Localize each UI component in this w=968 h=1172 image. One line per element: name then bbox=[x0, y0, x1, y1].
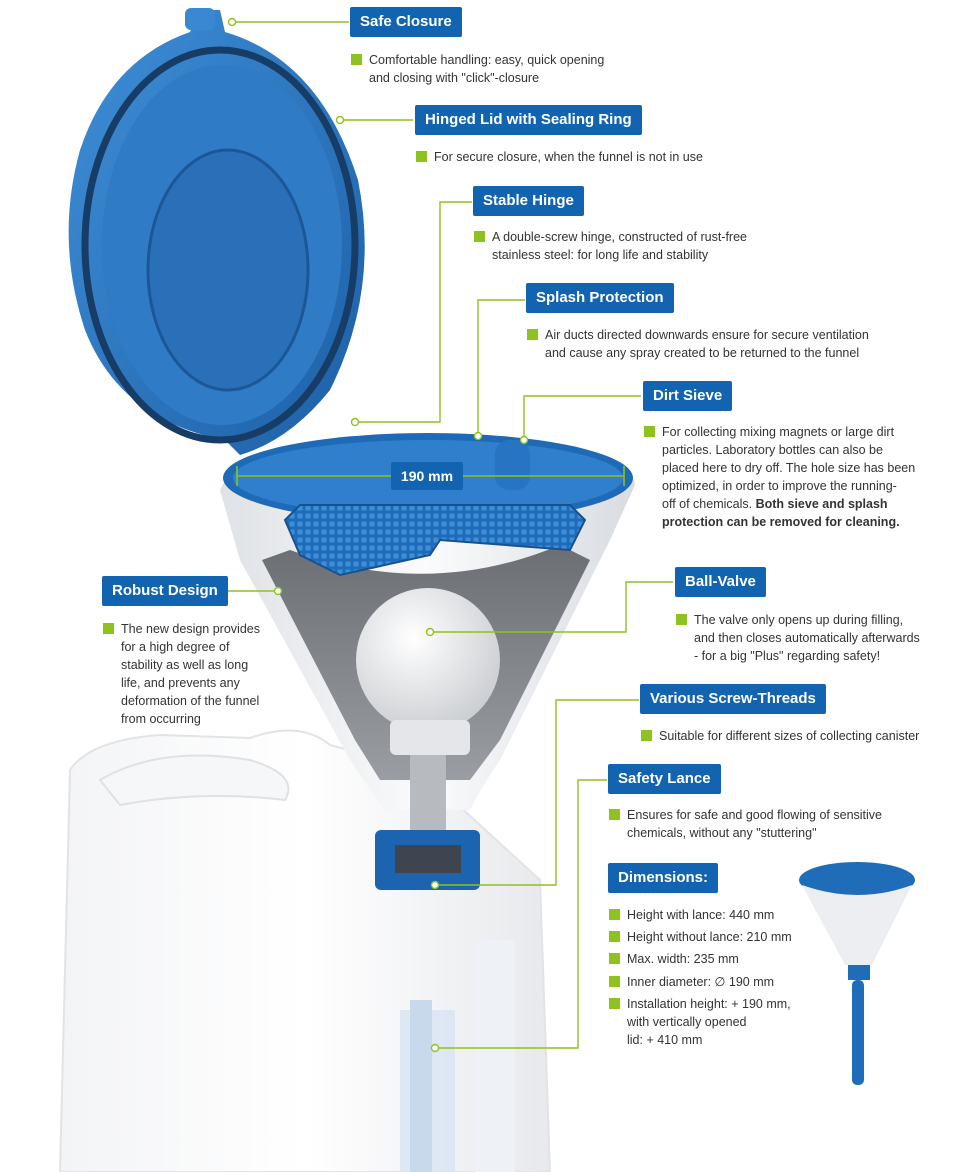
bullet-icon bbox=[644, 426, 655, 437]
bullet-icon bbox=[103, 623, 114, 634]
desc-dirt-sieve: For collecting mixing magnets or large d… bbox=[644, 423, 915, 531]
bullet-icon bbox=[641, 730, 652, 741]
bullet-icon bbox=[474, 231, 485, 242]
label-robust-design: Robust Design bbox=[102, 576, 228, 606]
dim-height-with-lance: Height with lance: 440 mm bbox=[609, 906, 774, 924]
bullet-icon bbox=[527, 329, 538, 340]
label-screw-threads: Various Screw-Threads bbox=[640, 684, 826, 714]
desc-splash-protection: Air ducts directed downwards ensure for … bbox=[527, 326, 869, 362]
desc-ball-valve: The valve only opens up during filling, … bbox=[676, 611, 920, 665]
label-dirt-sieve: Dirt Sieve bbox=[643, 381, 733, 411]
label-dimensions: Dimensions: bbox=[608, 863, 719, 893]
label-splash-protection: Splash Protection bbox=[526, 283, 674, 313]
measure-190mm: 190 mm bbox=[391, 462, 463, 490]
product-thumbnail bbox=[799, 862, 915, 1085]
bullet-icon bbox=[676, 614, 687, 625]
label-hinged-lid: Hinged Lid with Sealing Ring bbox=[415, 105, 642, 135]
dim-installation-height: Installation height: + 190 mm, with vert… bbox=[609, 995, 791, 1049]
desc-screw-threads: Suitable for different sizes of collecti… bbox=[641, 727, 919, 745]
dim-inner-diameter: Inner diameter: ∅ 190 mm bbox=[609, 973, 774, 991]
desc-stable-hinge: A double-screw hinge, constructed of rus… bbox=[474, 228, 747, 264]
label-stable-hinge: Stable Hinge bbox=[473, 186, 584, 216]
bullet-icon bbox=[609, 809, 620, 820]
bullet-icon bbox=[351, 54, 362, 65]
bullet-icon bbox=[609, 909, 620, 920]
bullet-icon bbox=[416, 151, 427, 162]
bullet-icon bbox=[609, 976, 620, 987]
dim-max-width: Max. width: 235 mm bbox=[609, 950, 739, 968]
desc-safety-lance: Ensures for safe and good flowing of sen… bbox=[609, 806, 882, 842]
bullet-icon bbox=[609, 931, 620, 942]
sieve bbox=[283, 504, 587, 577]
ball-valve bbox=[356, 588, 500, 732]
label-safety-lance: Safety Lance bbox=[608, 764, 721, 794]
desc-safe-closure: Comfortable handling: easy, quick openin… bbox=[351, 51, 604, 87]
desc-hinged-lid: For secure closure, when the funnel is n… bbox=[416, 148, 703, 166]
desc-robust-design: The new design provides for a high degre… bbox=[103, 620, 260, 728]
bullet-icon bbox=[609, 998, 620, 1009]
bullet-icon bbox=[609, 953, 620, 964]
label-ball-valve: Ball-Valve bbox=[675, 567, 766, 597]
label-safe-closure: Safe Closure bbox=[350, 7, 462, 37]
dim-height-without-lance: Height without lance: 210 mm bbox=[609, 928, 792, 946]
